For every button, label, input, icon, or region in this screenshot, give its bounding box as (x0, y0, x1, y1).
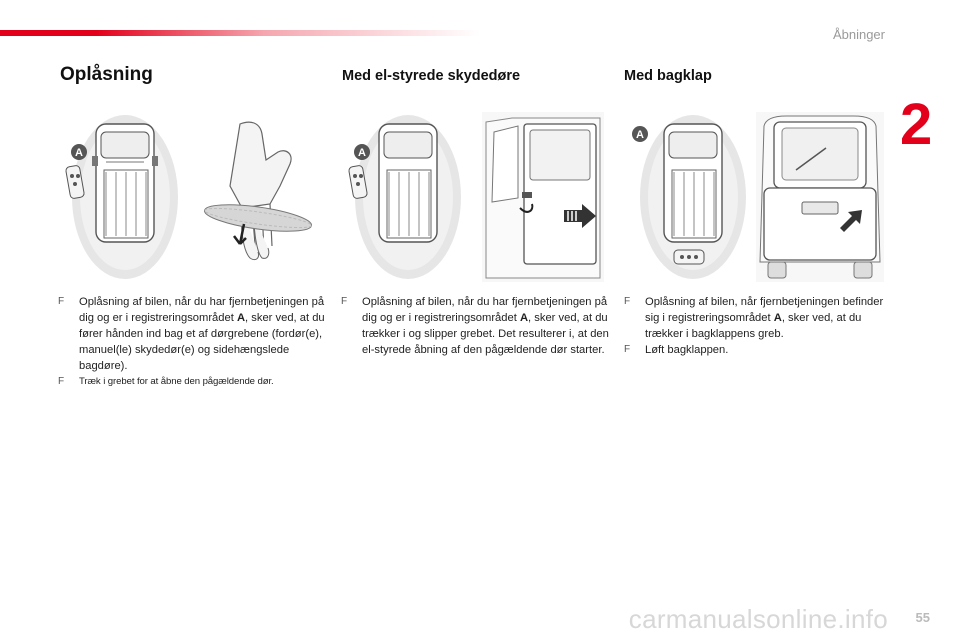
item-text: Oplåsning af bilen, når fjernbetjeningen… (645, 296, 884, 324)
item-text: , sker ved, at du trækker i bagklappens … (645, 312, 862, 340)
item-text: Oplåsning af bilen, når du har fjernbetj… (79, 296, 325, 324)
page-number: 55 (915, 610, 930, 625)
column-unlocking: F Oplåsning af bilen, når du har fjernbe… (58, 294, 333, 390)
van-zone-illustration-2: A (348, 115, 461, 279)
zone-label-a: A (636, 129, 644, 141)
item-text: Løft bagklappen. (645, 344, 729, 356)
column-tailgate: F Oplåsning af bilen, når fjernbetjening… (624, 294, 894, 358)
chapter-number: 2 (900, 92, 933, 157)
header-accent-bar (0, 30, 480, 36)
item-text-bold: A (236, 312, 246, 324)
bullet-marker: F (624, 344, 631, 355)
tailgate-illustration (756, 112, 884, 282)
bullet-marker: F (58, 296, 65, 307)
item-text-bold: A (773, 312, 782, 324)
section-name: Åbninger (832, 27, 885, 42)
list-item: F Oplåsning af bilen, når du har fjernbe… (341, 294, 616, 358)
column-electric-sliding-doors: F Oplåsning af bilen, når du har fjernbe… (341, 294, 616, 358)
heading-tailgate: Med bagklap (624, 68, 712, 84)
item-text: , sker ved, at du fører hånden ind bag e… (79, 312, 325, 372)
heading-unlocking: Oplåsning (60, 64, 153, 85)
zone-label-a: A (358, 147, 366, 159)
sliding-door-illustration (482, 112, 604, 282)
list-item: F Oplåsning af bilen, når du har fjernbe… (58, 294, 333, 374)
bullet-marker: F (341, 296, 348, 307)
van-zone-illustration-3: A (632, 115, 746, 279)
list-item: F Træk i grebet for at åbne den pågælden… (58, 374, 333, 390)
item-text-bold: A (519, 312, 529, 324)
zone-label-a: A (75, 147, 83, 159)
hand-door-handle-illustration (204, 121, 312, 261)
item-text: Træk i grebet for at åbne den pågældende… (79, 376, 274, 387)
list-item: F Løft bagklappen. (624, 342, 894, 358)
list-item: F Oplåsning af bilen, når fjernbetjening… (624, 294, 894, 342)
watermark-text: carmanualsonline.info (628, 604, 888, 634)
bullet-marker: F (624, 296, 631, 307)
van-zone-illustration-1: A (65, 115, 178, 279)
item-text: Oplåsning af bilen, når du har fjernbetj… (362, 296, 608, 324)
heading-electric-sliding-doors: Med el-styrede skydedøre (342, 68, 521, 84)
bullet-marker: F (58, 376, 65, 387)
item-text: , sker ved, at du trækker i og slipper g… (362, 312, 609, 356)
